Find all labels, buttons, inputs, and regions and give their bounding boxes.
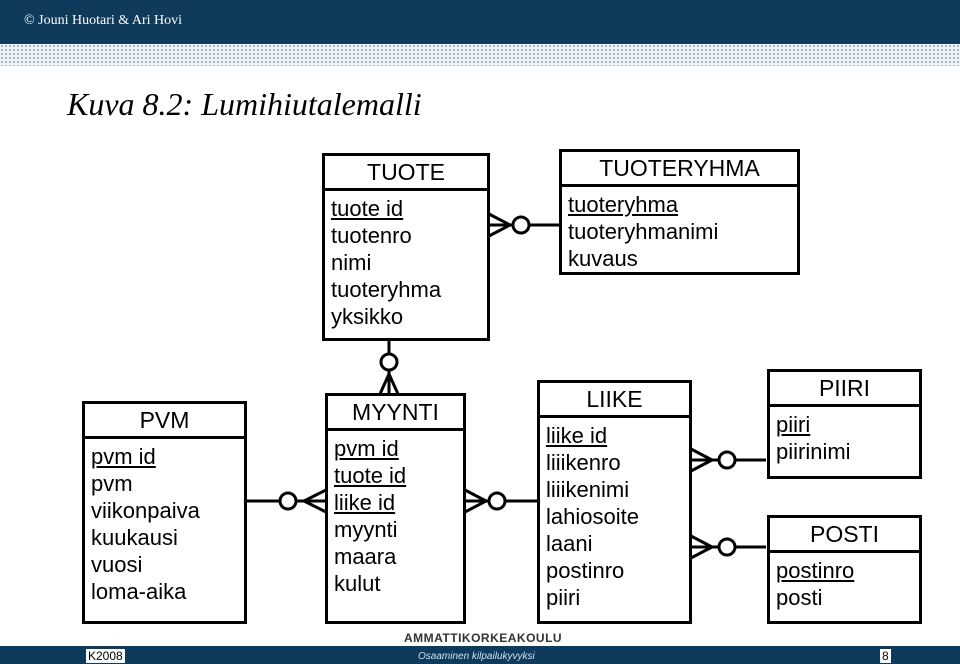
entity-pvm: PVM pvm id pvm viikonpaiva kuukausi vuos… [82, 401, 247, 624]
attribute-laani: laani [546, 531, 593, 556]
entity-name: LIIKE [540, 385, 689, 418]
entity-name: PIIRI [770, 374, 919, 407]
page-title: Kuva 8.2: Lumihiutalemalli [67, 86, 422, 122]
copyright-text: © Jouni Huotari & Ari Hovi [24, 13, 183, 28]
attribute-tuotenro: tuotenro [331, 223, 412, 248]
attribute-vuosi: vuosi [91, 552, 143, 577]
entity-name: TUOTERYHMA [562, 154, 797, 187]
rel-tuote-tuoteryhma-optional [511, 215, 531, 235]
entity-liike: LIIKE liike id liiikenro liiikenimi lahi… [537, 380, 692, 624]
attribute-pvm-id: pvm id [91, 444, 156, 469]
attribute-pvm: pvm [91, 471, 133, 496]
attribute-maara: maara [334, 544, 397, 569]
attribute-viikonpaiva: viikonpaiva [91, 498, 200, 523]
entity-name: POSTI [770, 520, 919, 553]
attribute-tuoteryhma: tuoteryhma [331, 277, 442, 302]
attribute-nimi: nimi [331, 250, 372, 275]
footer-logo: AMMATTIKORKEAKOULU [404, 631, 563, 645]
attribute-myynti: myynti [334, 517, 398, 542]
header-pattern [0, 44, 960, 66]
attribute-tuote-id: tuote id [334, 463, 407, 488]
attribute-liiikenro: liiikenro [546, 450, 621, 475]
entity-tuoteryhma: TUOTERYHMA tuoteryhma tuoteryhmanimi kuv… [559, 149, 800, 275]
attribute-piirinimi: piirinimi [776, 439, 851, 464]
attribute-tuote-id: tuote id [331, 196, 404, 221]
attribute-liike-id: liike id [334, 490, 396, 515]
rel-tuote-myynti-optional [379, 352, 399, 372]
attribute-lahiosoite: lahiosoite [546, 504, 639, 529]
entity-posti: POSTI postinro posti [767, 515, 922, 624]
attribute-kulut: kulut [334, 571, 381, 596]
footer-slogan: Osaaminen kilpailukyvyksi [418, 651, 535, 662]
rel-myynti-liike-optional [487, 491, 507, 511]
attribute-postinro: postinro [776, 558, 855, 583]
attribute-liiikenimi: liiikenimi [546, 477, 630, 502]
attribute-liike-id: liike id [546, 423, 608, 448]
attribute-pvm-id: pvm id [334, 436, 399, 461]
entity-name: TUOTE [325, 158, 487, 191]
rel-liike-piiri-optional [717, 450, 737, 470]
entity-name: MYYNTI [328, 398, 463, 431]
attribute-tuoteryhmanimi: tuoteryhmanimi [568, 219, 719, 244]
attribute-yksikko: yksikko [331, 304, 404, 329]
footer-left-text: K2008 [86, 649, 125, 663]
rel-pvm-myynti-optional [278, 491, 298, 511]
attribute-postinro: postinro [546, 558, 625, 583]
attribute-piiri: piiri [546, 585, 581, 610]
entity-piiri: PIIRI piiri piirinimi [767, 369, 922, 479]
page-number: 8 [880, 649, 891, 663]
attribute-kuukausi: kuukausi [91, 525, 178, 550]
attribute-piiri: piiri [776, 412, 811, 437]
rel-liike-posti-optional [717, 537, 737, 557]
attribute-posti: posti [776, 585, 823, 610]
entity-tuote: TUOTE tuote id tuotenro nimi tuoteryhma … [322, 153, 490, 341]
attribute-kuvaus: kuvaus [568, 246, 638, 271]
footer-bar [0, 646, 960, 664]
header-bar [0, 0, 960, 44]
attribute-tuoteryhma: tuoteryhma [568, 192, 679, 217]
entity-myynti: MYYNTI pvm id tuote id liike id myynti m… [325, 393, 466, 624]
attribute-loma-aika: loma-aika [91, 579, 187, 604]
entity-name: PVM [85, 406, 244, 439]
